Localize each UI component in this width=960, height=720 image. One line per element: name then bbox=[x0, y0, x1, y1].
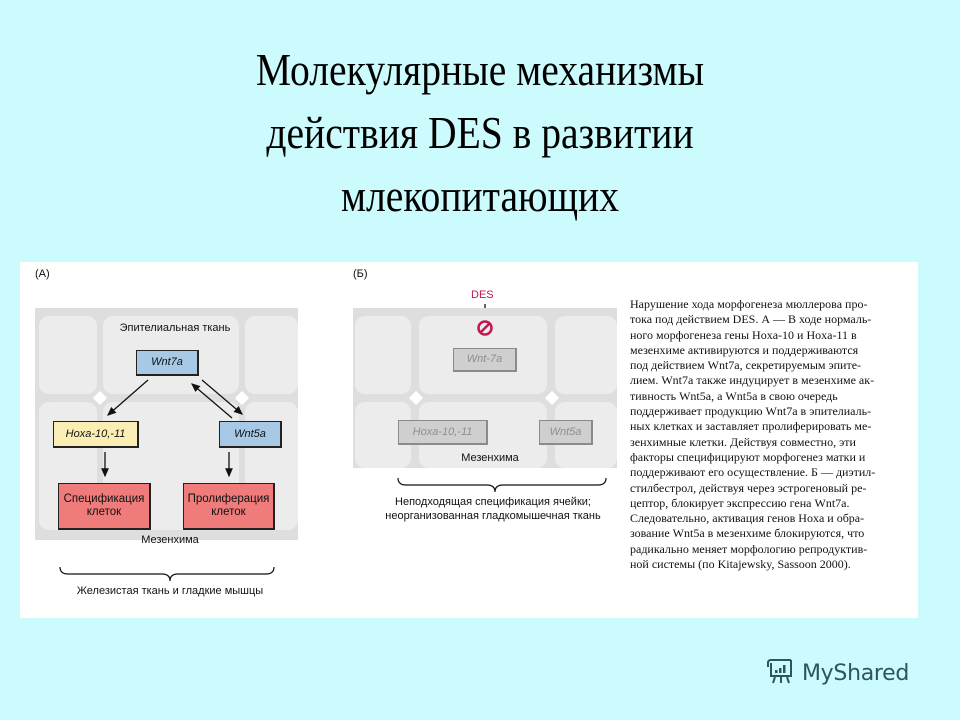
panel-a-label: (А) bbox=[35, 268, 50, 280]
panel-b-label: (Б) bbox=[353, 268, 368, 280]
figure-description: Нарушение хода морфогенеза мюллерова про… bbox=[630, 297, 913, 572]
panel-a-mesenchyme-label: Мезенхима bbox=[141, 534, 199, 546]
desc-line: лием. Wnt7a также индуцирует в мезенхиме… bbox=[630, 373, 875, 388]
desc-line: стилбестрол, действуя через эстрогеновый… bbox=[630, 480, 867, 495]
watermark-text: MyShared bbox=[802, 661, 910, 686]
cell-specification-line-2: клеток bbox=[86, 506, 122, 518]
inhibition-icon bbox=[477, 320, 493, 336]
wnt5a-box: Wnt5a bbox=[219, 421, 282, 448]
desc-line: радикально меняет морфологию репродуктив… bbox=[630, 541, 868, 556]
desc-line: цептор, блокирует экспрессию гена Wnt7a. bbox=[630, 495, 850, 510]
desc-line: тивность Wnt5a, а Wnt5a в свою очередь bbox=[630, 388, 838, 403]
hoxa-inactive-box: Hoxa-10,-11 bbox=[398, 420, 488, 445]
desc-line: под действием Wnt7a, секретируемым эпите… bbox=[630, 358, 862, 373]
figure: (А) Эпителиальная ткань Wnt7a Hoxa-10,-1… bbox=[20, 262, 918, 618]
presentation-board-icon bbox=[766, 656, 796, 691]
desc-line: ной системы (по Kitajewsky, Sassoon 2000… bbox=[630, 557, 851, 572]
cell-specification-line-1: Спецификация bbox=[63, 493, 145, 505]
desc-line: ных клетках и заставляет пролиферировать… bbox=[630, 419, 872, 434]
desc-line: тока под действием DES. А — В ходе норма… bbox=[630, 312, 872, 327]
myshared-watermark[interactable]: MyShared bbox=[766, 656, 909, 691]
wnt7a-box: Wnt7a bbox=[136, 350, 199, 376]
panel-b-caption-line-1: Неподходящая спецификация ячейки; bbox=[395, 496, 591, 508]
cell-proliferation-line-2: клеток bbox=[211, 506, 246, 518]
desc-line: поддерживает продукцию Wnt7a в эпителиал… bbox=[630, 404, 872, 419]
panel-b-caption-line-2: неорганизованная гладкомышечная ткань bbox=[385, 510, 601, 522]
title-line-1: Молекулярные механизмы bbox=[255, 44, 705, 95]
cell-specification-box: Спецификация клеток bbox=[58, 483, 151, 530]
panel-b-caption: Неподходящая спецификация ячейки; неорга… bbox=[358, 495, 628, 523]
slide-title: Молекулярные механизмы действия DES в ра… bbox=[67, 38, 893, 227]
desc-line: зование Wnt5a в мезенхиме блокируются, ч… bbox=[630, 526, 865, 541]
desc-line: мезенхиме активируются и поддерживаются bbox=[630, 342, 859, 357]
epithelium-label: Эпителиальная ткань bbox=[119, 322, 231, 334]
desc-line: Следовательно, активация генов Hoxa и об… bbox=[630, 511, 865, 526]
desc-line: факторы специфицируют морфогенез матки и bbox=[630, 449, 866, 464]
panel-a-caption: Железистая ткань и гладкие мышцы bbox=[76, 585, 264, 597]
wnt7a-inactive-box: Wnt-7a bbox=[453, 348, 517, 372]
title-line-2: действия DES в развитии bbox=[266, 107, 694, 158]
wnt5a-inactive-box: Wnt5a bbox=[539, 420, 593, 445]
panel-b-mesenchyme-label: Мезенхима bbox=[461, 452, 519, 464]
cell-proliferation-box: Пролиферация клеток bbox=[183, 483, 275, 530]
des-label: DES bbox=[471, 289, 494, 301]
cell-proliferation-line-1: Пролиферация bbox=[187, 493, 270, 505]
desc-line: поддерживают его осуществление. Б — диэт… bbox=[630, 465, 876, 480]
desc-line: ного морфогенеза гены Hoxa-10 и Hoxa-11 … bbox=[630, 327, 857, 342]
hoxa-box: Hoxa-10,-11 bbox=[53, 421, 139, 448]
desc-line: Нарушение хода морфогенеза мюллерова про… bbox=[630, 297, 868, 311]
title-line-3: млекопитающих bbox=[341, 170, 619, 221]
desc-line: зенхимные клетки. Действуя совместно, эт… bbox=[630, 434, 856, 449]
